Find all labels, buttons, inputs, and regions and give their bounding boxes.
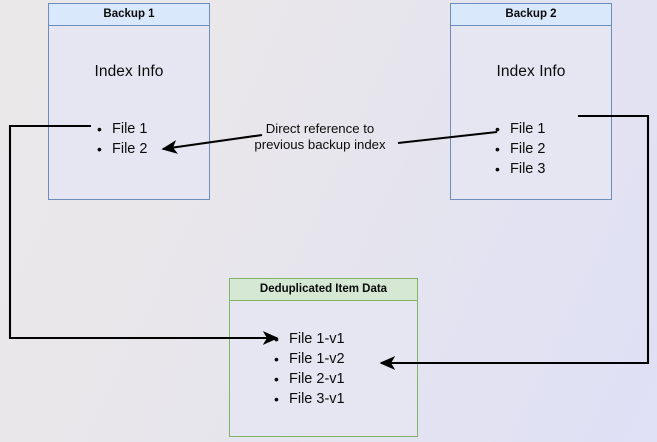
list-item: File 3 (495, 159, 545, 179)
list-item: File 1 (97, 119, 147, 139)
node-backup-1-header-label: Backup 1 (103, 7, 155, 20)
list-item: File 1 (495, 119, 545, 139)
node-backup-1[interactable]: Backup 1 Index Info File 1 File 2 (48, 3, 210, 200)
backup-1-index-info-label: Index Info (94, 63, 164, 80)
annotation-line-1: Direct reference to (265, 121, 375, 136)
annotation-direct-reference: Direct reference to previous backup inde… (248, 121, 392, 153)
node-dedup-body: File 1-v1 File 1-v2 File 2-v1 File 3-v1 (230, 301, 417, 436)
node-dedup-header-label: Deduplicated Item Data (259, 282, 388, 295)
dedup-file-list: File 1-v1 File 1-v2 File 2-v1 File 3-v1 (274, 329, 345, 409)
list-item: File 2-v1 (274, 369, 345, 389)
backup-2-index-info-label: Index Info (496, 63, 566, 80)
node-backup-2-body: Index Info File 1 File 2 File 3 (451, 26, 611, 199)
backup-2-file-list: File 1 File 2 File 3 (495, 119, 545, 179)
node-backup-1-header: Backup 1 (49, 4, 209, 26)
list-item: File 2 (495, 139, 545, 159)
list-item: File 1-v1 (274, 329, 345, 349)
node-backup-2-header: Backup 2 (451, 4, 611, 26)
node-deduplicated-item-data[interactable]: Deduplicated Item Data File 1-v1 File 1-… (229, 278, 418, 437)
annotation-line-2: previous backup index (254, 137, 386, 152)
list-item: File 3-v1 (274, 389, 345, 409)
node-backup-1-body: Index Info File 1 File 2 (49, 26, 209, 199)
node-backup-2[interactable]: Backup 2 Index Info File 1 File 2 File 3 (450, 3, 612, 200)
backup-1-file-list: File 1 File 2 (97, 119, 147, 159)
list-item: File 1-v2 (274, 349, 345, 369)
node-backup-2-header-label: Backup 2 (505, 7, 557, 20)
list-item: File 2 (97, 139, 147, 159)
node-dedup-header: Deduplicated Item Data (230, 279, 417, 301)
